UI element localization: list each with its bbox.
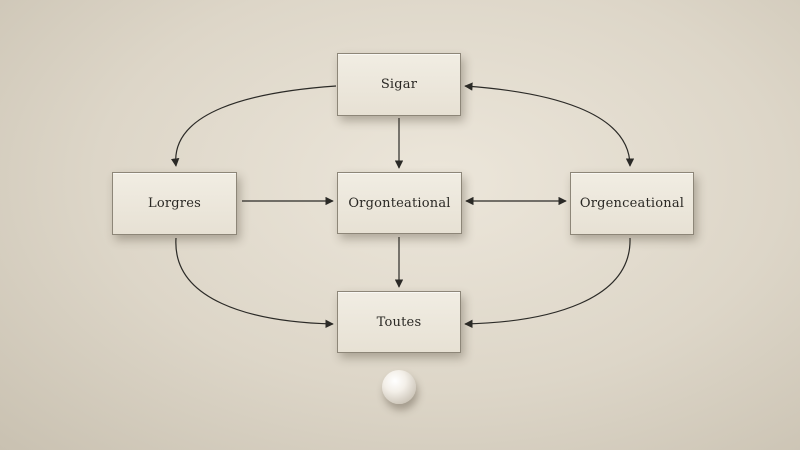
node-top-label: Sigar [380, 77, 418, 92]
connector-top-right [464, 82, 635, 167]
connector-left-bottom [175, 237, 334, 329]
node-center[interactable]: Orgonteational [337, 172, 462, 234]
node-top[interactable]: Sigar [337, 53, 461, 116]
node-left[interactable]: Lorgres [112, 172, 237, 235]
sphere-icon [382, 370, 416, 404]
node-right-label: Orgenceational [579, 196, 685, 211]
node-center-label: Orgonteational [348, 195, 451, 211]
node-left-label: Lorgres [148, 196, 201, 211]
connector-right-bottom [464, 237, 631, 329]
connector-top-left [171, 85, 337, 167]
node-bottom[interactable]: Toutes [337, 291, 461, 353]
node-right[interactable]: Orgenceational [570, 172, 694, 235]
node-bottom-label: Toutes [376, 314, 422, 330]
